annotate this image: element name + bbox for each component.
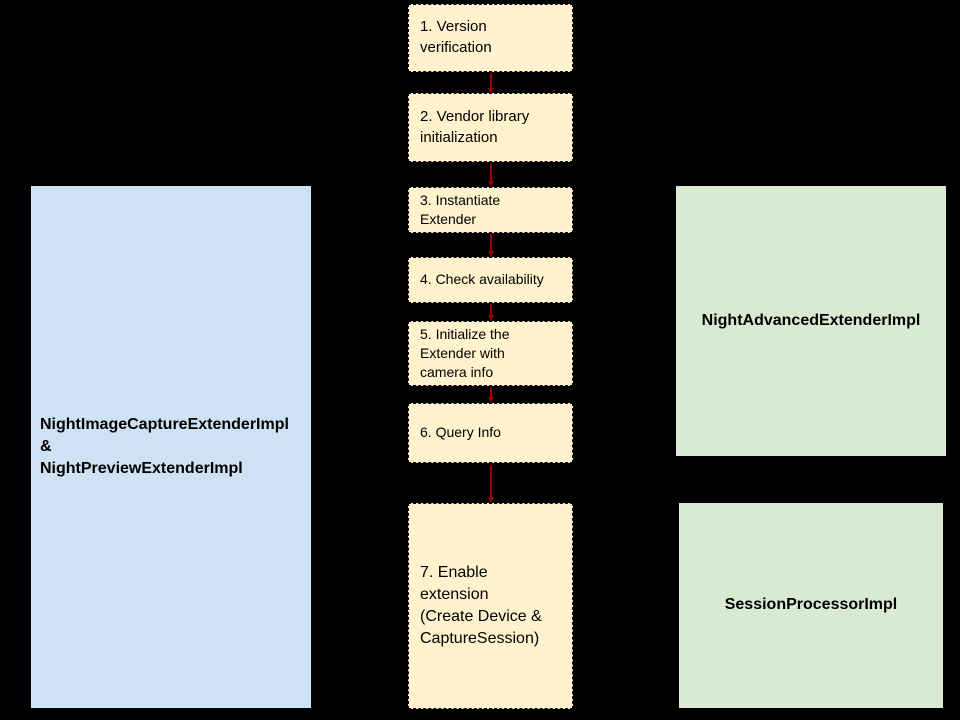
- step-label-6: 6. Query Info: [420, 424, 501, 441]
- step-box-5: 5. Initialize the Extender with camera i…: [408, 321, 573, 386]
- right-entity-box-night-advanced: NightAdvancedExtenderImpl: [676, 186, 946, 456]
- flow-arrow-1-2: [487, 73, 494, 94]
- flow-arrow-3-4: [487, 234, 494, 257]
- right-entity-label-session-processor: SessionProcessorImpl: [724, 596, 898, 614]
- step-box-1: 1. Version verification: [408, 4, 573, 72]
- flow-arrow-5-6: [487, 387, 494, 403]
- step-label-7: 7. Enable extension (Create Device & Cap…: [420, 563, 542, 648]
- flow-arrow-6-7: [487, 465, 494, 503]
- right-entity-box-session-processor: SessionProcessorImpl: [679, 503, 943, 708]
- step-box-3: 3. Instantiate Extender: [408, 187, 573, 233]
- step-label-2: 2. Vendor library initialization: [420, 107, 530, 146]
- step-box-6: 6. Query Info: [408, 403, 573, 463]
- left-entity-label: NightImageCaptureExtenderImpl & NightPre…: [40, 415, 289, 478]
- flow-arrow-4-5: [487, 304, 494, 321]
- flow-arrow-2-3: [487, 163, 494, 187]
- step-box-2: 2. Vendor library initialization: [408, 93, 573, 162]
- step-label-5: 5. Initialize the Extender with camera i…: [420, 325, 510, 381]
- left-entity-box: NightImageCaptureExtenderImpl & NightPre…: [31, 186, 311, 708]
- step-box-7: 7. Enable extension (Create Device & Cap…: [408, 503, 573, 709]
- step-label-4: 4. Check availability: [420, 271, 544, 288]
- step-label-3: 3. Instantiate Extender: [420, 191, 501, 227]
- step-label-1: 1. Version verification: [420, 18, 492, 56]
- right-entity-label-night-advanced: NightAdvancedExtenderImpl: [701, 311, 921, 329]
- step-box-4: 4. Check availability: [408, 257, 573, 303]
